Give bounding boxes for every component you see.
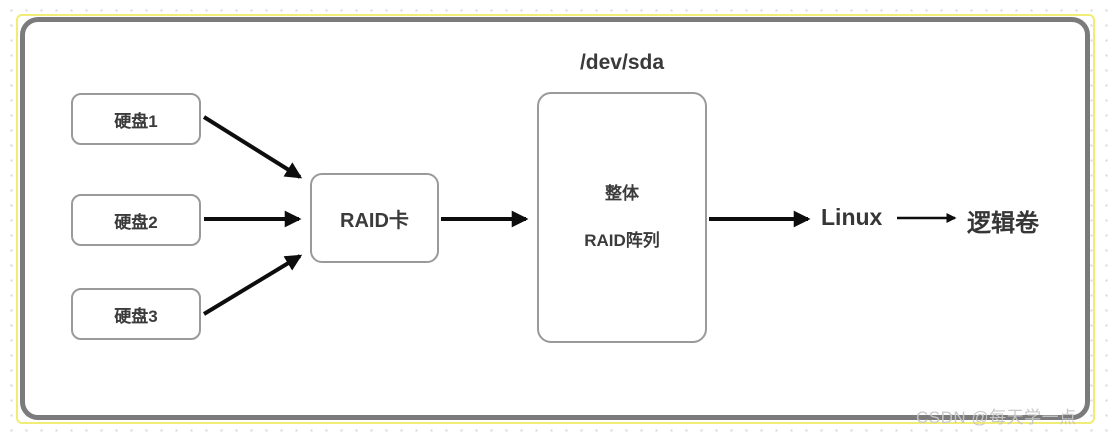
node-raid-array-line1: 整体 (605, 183, 639, 203)
node-disk1-label: 硬盘1 (114, 111, 158, 131)
outer-yellow-frame (16, 14, 1095, 424)
node-raid-array-line2: RAID阵列 (584, 230, 660, 250)
dev-sda-title: /dev/sda (579, 51, 665, 74)
node-raid-card: RAID卡 (310, 173, 439, 263)
node-raid-array: 整体 RAID阵列 (537, 92, 707, 343)
node-disk2-label: 硬盘2 (114, 212, 158, 232)
csdn-watermark: CSDN @每天学一点 (916, 408, 1077, 427)
node-disk1: 硬盘1 (71, 93, 201, 145)
node-disk3-label: 硬盘3 (114, 306, 158, 326)
node-disk3: 硬盘3 (71, 288, 201, 340)
node-raid-card-label: RAID卡 (340, 209, 409, 232)
node-logical-volume-label: 逻辑卷 (967, 210, 1039, 237)
node-linux-label: Linux (821, 204, 883, 230)
node-disk2: 硬盘2 (71, 194, 201, 246)
